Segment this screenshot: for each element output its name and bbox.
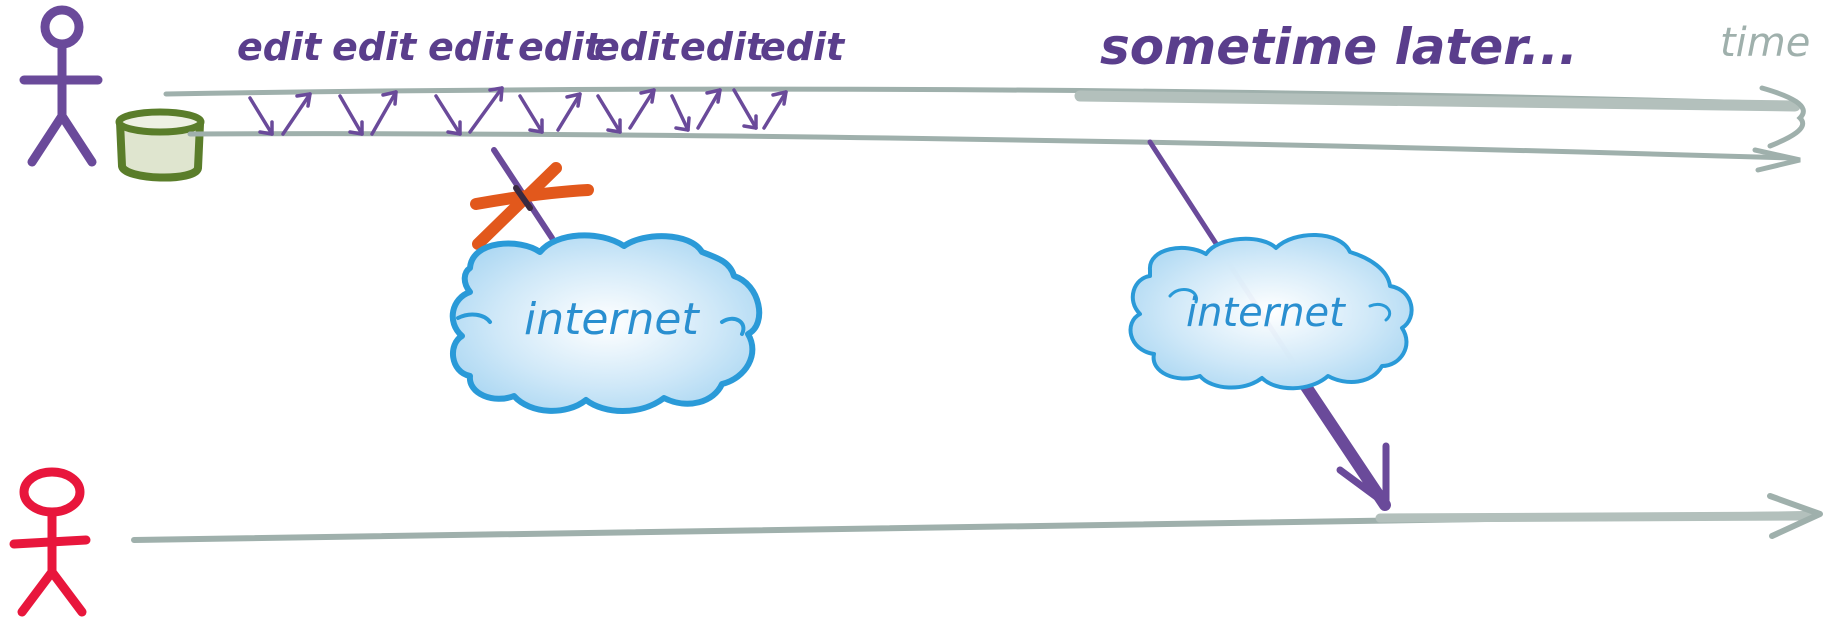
edit-label: edit bbox=[428, 25, 514, 69]
local-storage-cylinder-icon bbox=[115, 108, 205, 182]
edit-label: edit bbox=[332, 25, 418, 69]
edit-arrows bbox=[248, 86, 788, 136]
failed-sync bbox=[470, 147, 594, 250]
user-b-timeline bbox=[131, 493, 1823, 543]
time-label: time bbox=[1720, 20, 1810, 66]
edit-label: edit bbox=[760, 25, 846, 69]
user-a-timeline bbox=[163, 85, 1806, 173]
edit-labels: edit edit edit edit edit edit edit bbox=[237, 25, 846, 69]
user-a-stick-figure-icon bbox=[19, 5, 103, 167]
cloud-right-label: internet bbox=[1186, 290, 1346, 336]
cloud-icon-left: internet bbox=[449, 232, 763, 414]
user-b-stick-figure-icon bbox=[9, 467, 91, 617]
cloud-icon-right: internet bbox=[1128, 233, 1414, 391]
edit-label: edit bbox=[680, 25, 766, 69]
cloud-left-label: internet bbox=[524, 294, 700, 345]
sometime-later-label: sometime later... bbox=[1100, 18, 1578, 76]
edit-label: edit bbox=[594, 25, 680, 69]
edit-label: edit bbox=[237, 25, 323, 69]
edit-label: edit bbox=[518, 25, 604, 69]
blocked-cross-icon bbox=[470, 162, 594, 250]
